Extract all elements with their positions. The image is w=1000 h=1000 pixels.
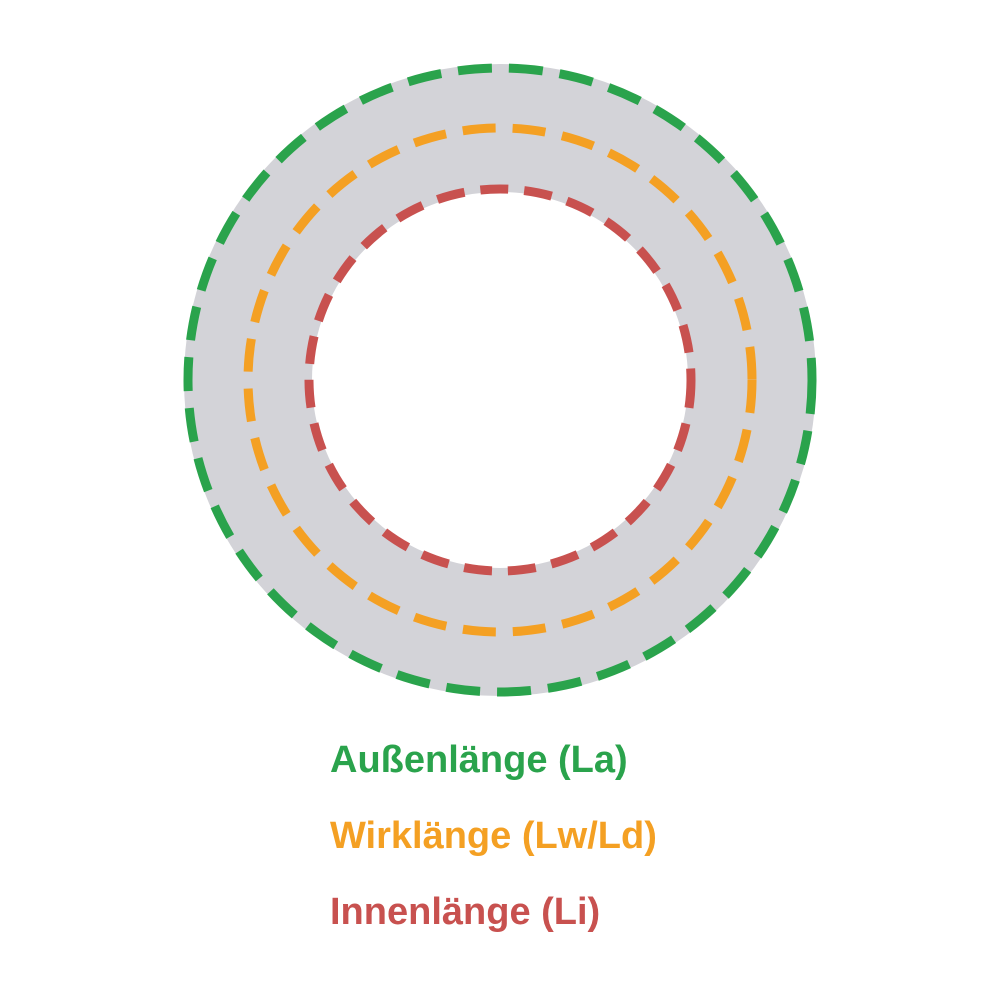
legend-item-outer-length: Außenlänge (La) — [330, 739, 628, 781]
legend-item-effective-length: Wirklänge (Lw/Ld) — [330, 815, 657, 857]
effective-length-circle — [243, 123, 757, 637]
legend-item-inner-length: Innenlänge (Li) — [330, 891, 601, 933]
inner-length-circle — [304, 184, 696, 576]
outer-length-circle — [183, 63, 817, 697]
belt-ring — [184, 64, 816, 696]
legend: Außenlänge (La) Wirklänge (Lw/Ld) Innenl… — [330, 737, 657, 936]
